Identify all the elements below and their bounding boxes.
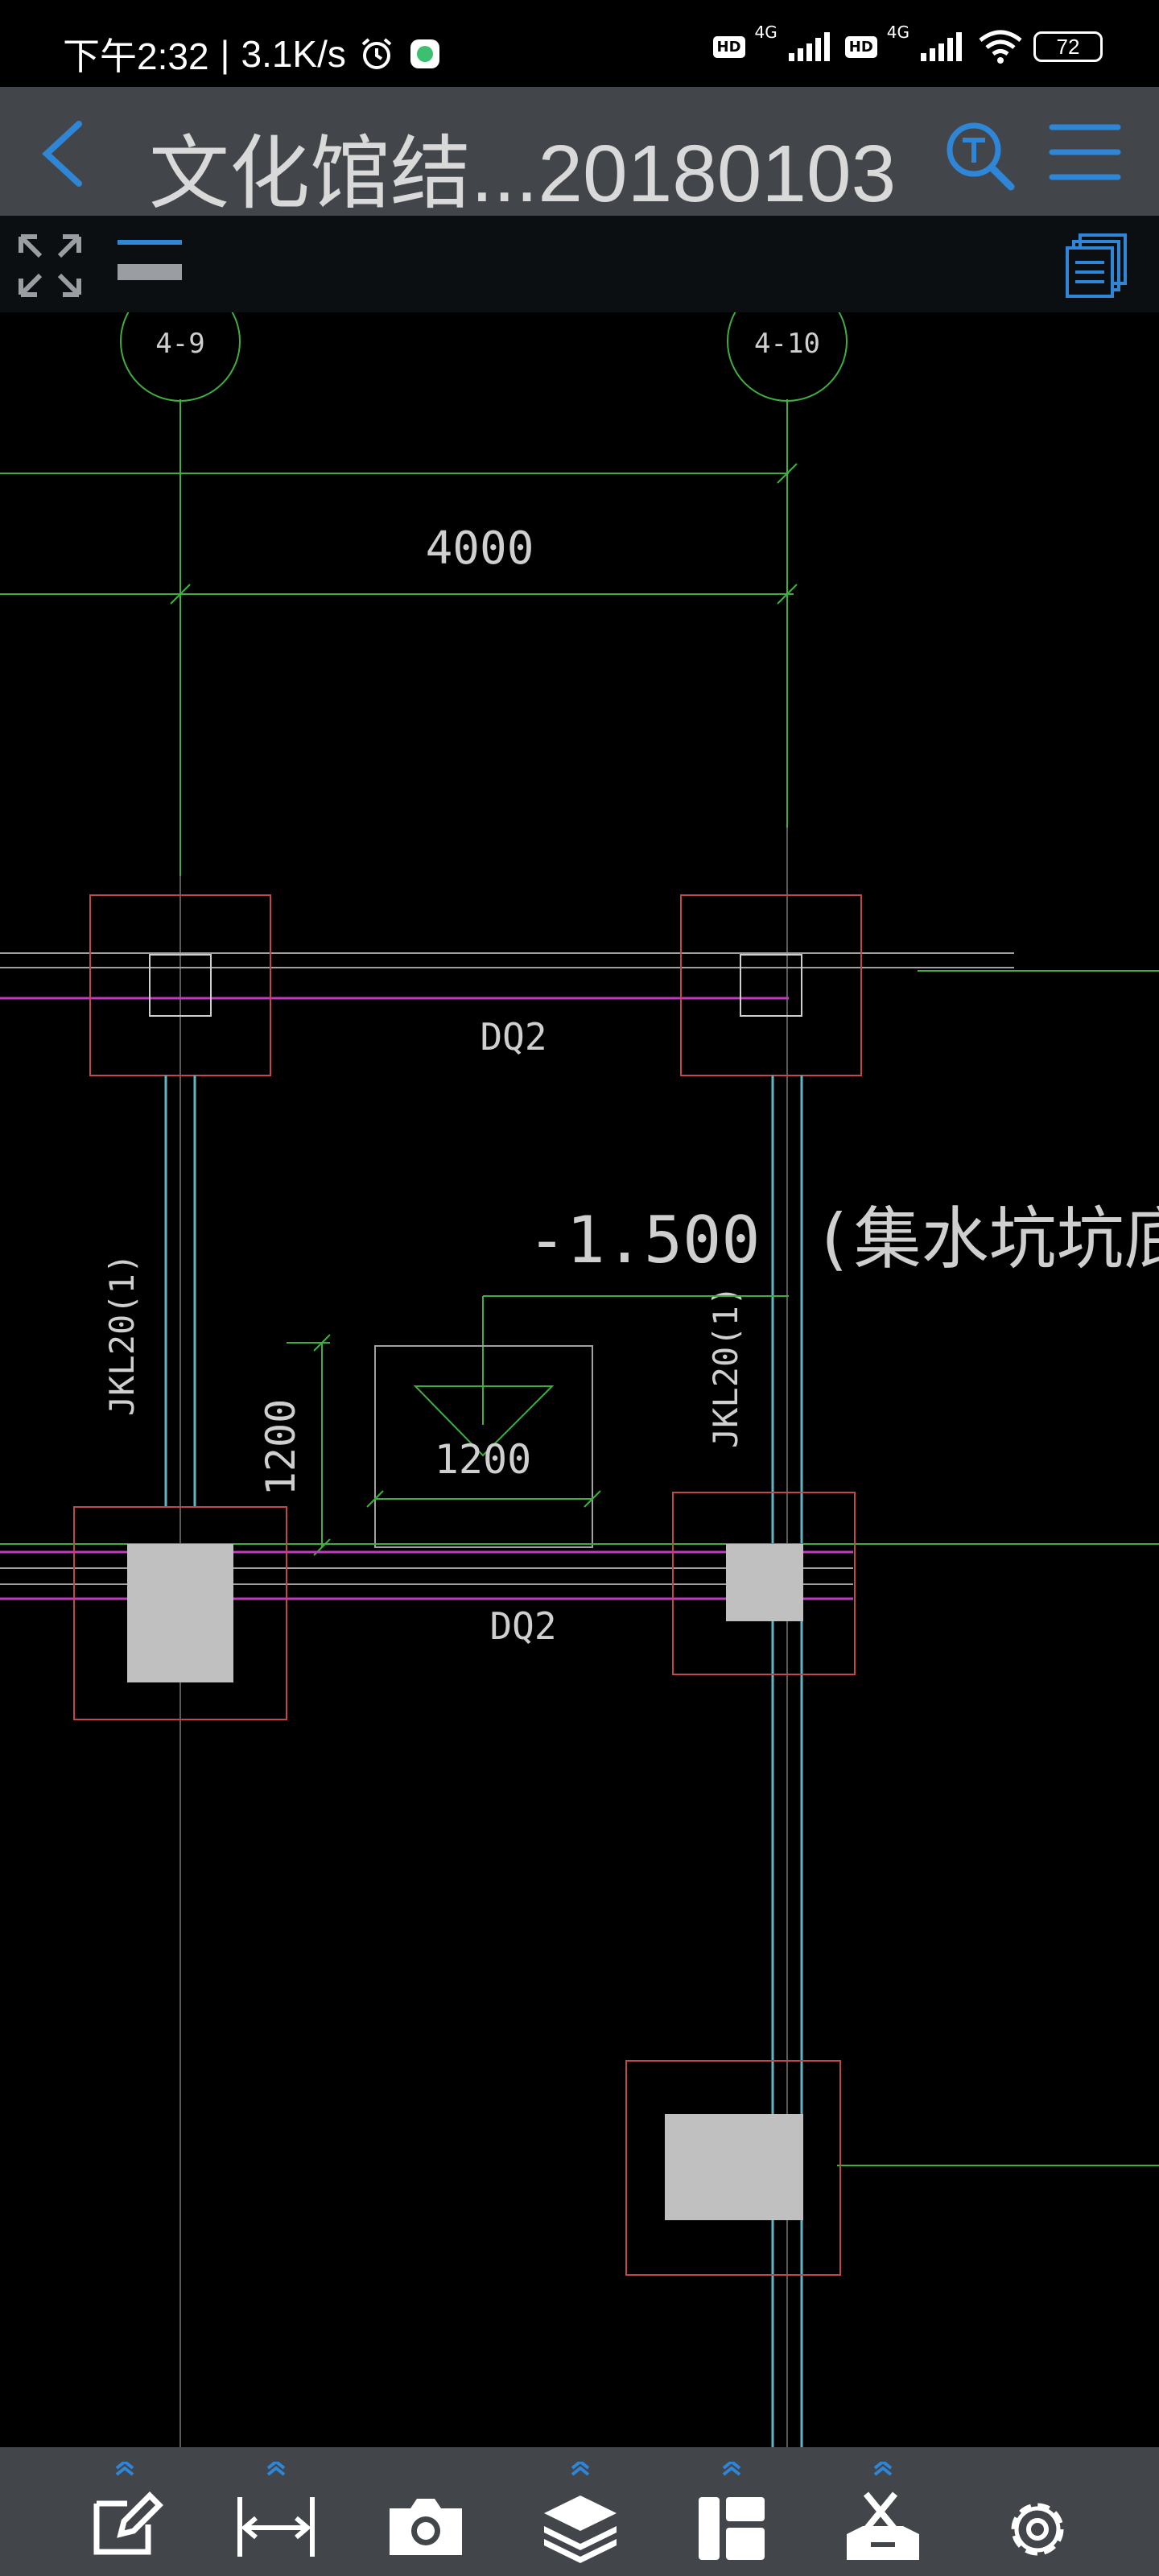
dimension-tick-left [170,584,191,605]
layout-icon [699,2497,765,2560]
sump-pit [374,1345,593,1548]
dimension-tick-top-right [777,463,798,484]
toolbox-button[interactable] [839,2462,927,2566]
dimension-tick [584,1490,601,1508]
battery-icon: 72 [1033,31,1103,62]
annotate-button[interactable] [80,2462,169,2566]
dimension-tick-right [777,584,798,605]
tool-strip [0,216,1159,312]
status-left: 下午2:32 | 3.1K/s [63,27,443,80]
menu-icon[interactable] [1049,116,1121,188]
settings-button[interactable] [993,2462,1082,2566]
pit-triangle [413,1385,555,1457]
hd-badge: HD [712,35,745,58]
toolbox-icon [847,2491,919,2560]
title-bar: 文化馆结...20180103 [0,87,1159,219]
status-separator: | [220,33,230,75]
bottom-toolbar [0,2447,1159,2576]
column-lower-left [127,1544,233,1682]
back-button[interactable] [34,118,90,190]
layers-icon [544,2496,617,2563]
footing-upper-left [89,894,271,1076]
gear-icon [1011,2503,1064,2556]
dimension-label-4000: 4000 [426,522,534,575]
pit-dimension-vertical: 1200 [258,1399,304,1496]
alarm-icon [361,38,392,69]
signal-icon-2 [921,32,962,61]
footing-lower-right [672,1492,856,1675]
line-weight-icon[interactable] [113,235,187,283]
axis-label-4-9: 4-9 [155,328,204,360]
text-search-icon[interactable] [943,119,1016,192]
drawing-list-icon[interactable] [1062,232,1130,299]
column-upper-right [740,954,802,1017]
fullscreen-icon[interactable] [16,232,84,299]
pit-dimension-horizontal: 1200 [435,1436,531,1483]
column-lower-right [726,1544,803,1621]
signal-icon [788,32,830,61]
column-upper-left [149,954,212,1017]
footing-lower-left [73,1506,287,1720]
axis-bubble-4-9 [120,312,241,402]
chevron-up-icon [571,2462,590,2476]
network-type-2: 4G [886,23,909,42]
dimension-tick [313,1334,331,1352]
chevron-up-icon [722,2462,741,2476]
column-bottom [665,2114,803,2220]
camera-icon [390,2499,462,2555]
dimension-tick [366,1490,384,1508]
battery-level: 72 [1056,34,1080,59]
edit-icon [93,2491,163,2555]
status-bar: 下午2:32 | 3.1K/s HD 4G HD 4G [0,0,1159,87]
beam-label-right: JKL20(1) [706,1286,745,1448]
layers-button[interactable] [536,2462,625,2566]
chevron-up-icon [873,2462,893,2476]
view-layout-button[interactable] [687,2462,776,2566]
network-type: 4G [754,23,777,42]
cad-drawing-canvas[interactable]: 4-9 4-10 4000 DQ2 JKL20(1) JKL20(1) -1.5… [0,312,1159,2447]
chevron-up-icon [115,2462,134,2476]
measure-icon [237,2497,315,2557]
axis-bubble-4-10 [727,312,848,402]
app-notification-icon [410,39,439,68]
wall-label-dq2-lower: DQ2 [489,1604,556,1648]
measure-button[interactable] [232,2462,320,2566]
footing-upper-right [680,894,862,1076]
page-title: 文化馆结...20180103 [149,129,897,219]
pit-note-label: (集水坑坑底 [813,1199,1159,1278]
chevron-up-icon [266,2462,286,2476]
screenshot-button[interactable] [382,2462,470,2566]
hd-badge-2: HD [844,35,877,58]
wifi-icon [979,30,1022,64]
status-right: HD 4G HD 4G 72 [712,23,1103,64]
elevation-label: -1.500 [528,1203,761,1278]
axis-label-4-10: 4-10 [754,328,820,360]
status-time: 下午2:32 [63,35,209,77]
wall-label-dq2-upper: DQ2 [480,1015,547,1059]
beam-label-left: JKL20(1) [102,1253,142,1416]
status-speed: 3.1K/s [241,33,346,75]
footing-bottom [625,2060,841,2276]
